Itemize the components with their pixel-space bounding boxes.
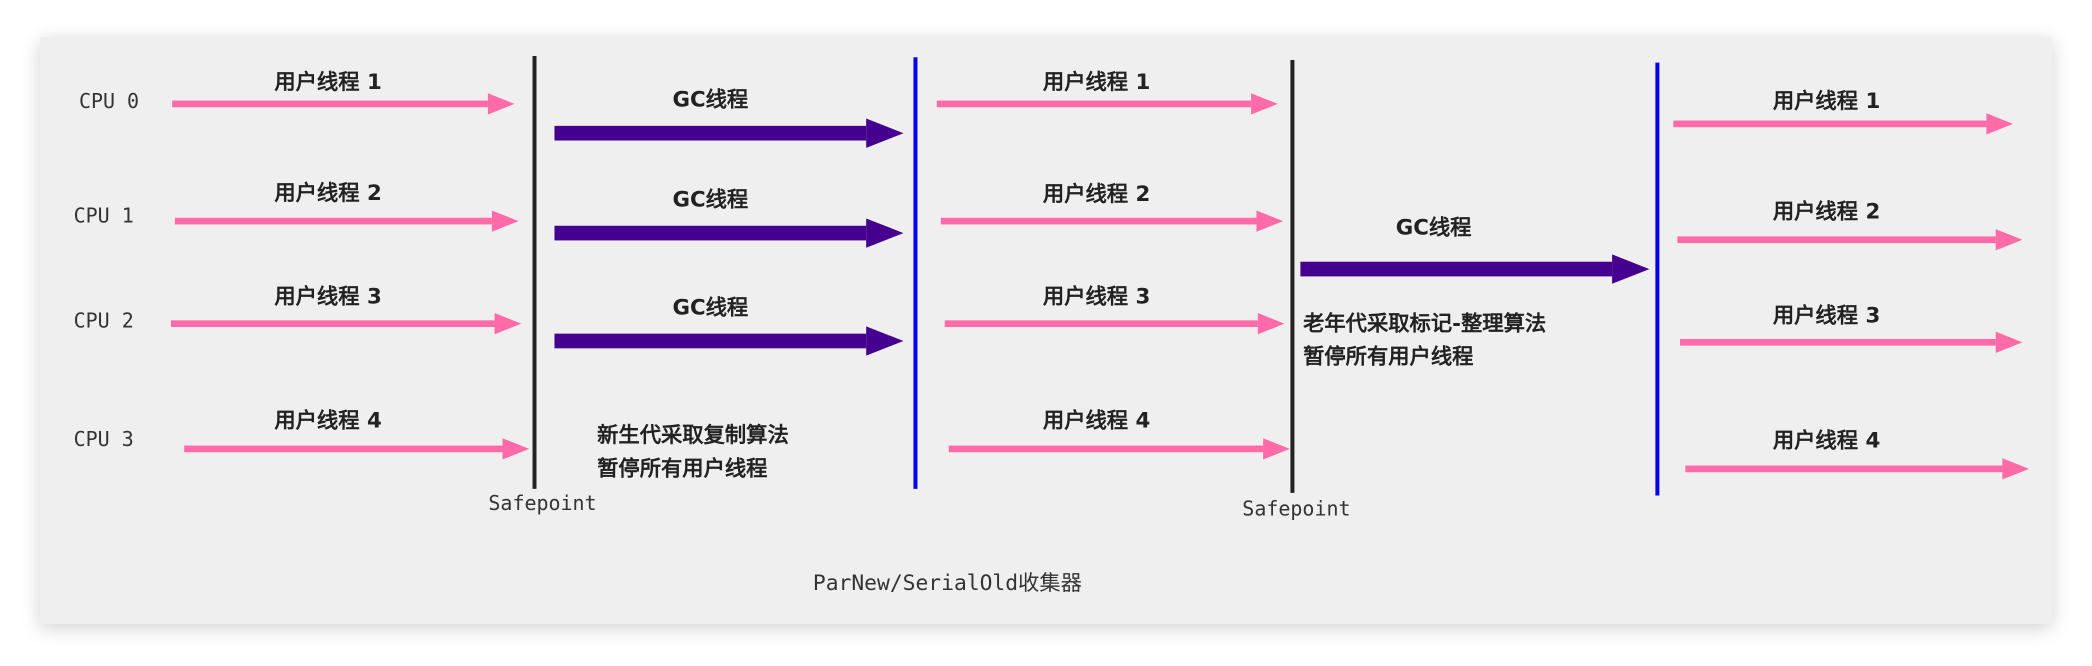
gc-thread-label: GC线程: [672, 186, 748, 212]
user-thread-label: 用户线程 2: [1773, 198, 1880, 224]
cpu-label: CPU 1: [74, 203, 134, 227]
user-thread-arrow-head: [1251, 93, 1278, 115]
user-thread-arrow-head: [1263, 438, 1290, 460]
user-thread-arrow-shaft: [174, 217, 492, 225]
user-thread-label: 用户线程 4: [1773, 428, 1880, 454]
user-thread-arrow: [172, 93, 515, 115]
user-thread-arrow-head: [1995, 331, 2023, 353]
gc-thread-arrow-shaft: [554, 225, 867, 241]
young-gen-note: 新生代采取复制算法: [597, 422, 789, 448]
gc-thread-arrow: [1300, 254, 1650, 284]
user-thread-arrow-shaft: [944, 320, 1258, 328]
user-thread-arrow: [174, 210, 519, 232]
user-thread-arrow: [1685, 458, 2030, 480]
user-thread-arrow-shaft: [1680, 338, 1996, 346]
gc-thread-arrow-shaft: [1300, 261, 1613, 277]
user-thread-arrow: [1680, 331, 2023, 353]
diagram-title: ParNew/SerialOld收集器: [813, 571, 1082, 596]
gc-thread-label: GC线程: [1396, 214, 1472, 240]
user-thread-arrow-head: [2002, 458, 2030, 480]
cpu-label: CPU 3: [74, 427, 134, 451]
cpu-label: CPU 2: [74, 309, 134, 333]
gc-thread-arrow-head: [866, 218, 904, 248]
user-thread-label: 用户线程 1: [1773, 88, 1880, 114]
old-gen-note: 暂停所有用户线程: [1303, 344, 1473, 370]
user-thread-label: 用户线程 4: [274, 408, 381, 434]
user-thread-arrow: [944, 313, 1285, 335]
safepoint-label: Safepoint: [488, 491, 596, 515]
user-thread-arrow-shaft: [1677, 236, 1996, 244]
user-thread-arrow-head: [1986, 113, 2014, 135]
user-thread-arrow: [184, 438, 530, 460]
user-thread-arrow-shaft: [184, 445, 503, 453]
user-thread-arrow: [1673, 113, 2014, 135]
user-thread-arrow-shaft: [936, 100, 1252, 108]
user-thread-arrow-head: [494, 313, 522, 335]
user-thread-arrow-shaft: [170, 320, 495, 328]
user-thread-label: 用户线程 1: [274, 69, 381, 95]
gc-thread-label: GC线程: [672, 87, 748, 113]
cpu-label: CPU 0: [79, 89, 139, 113]
user-thread-arrow-head: [1257, 313, 1285, 335]
user-thread-arrow-shaft: [1685, 465, 2003, 473]
user-thread-label: 用户线程 4: [1043, 408, 1150, 434]
gc-thread-arrow: [554, 326, 904, 356]
old-gen-note: 老年代采取标记-整理算法: [1302, 310, 1546, 336]
gc-thread-arrow: [554, 218, 904, 248]
user-thread-arrow-head: [502, 438, 530, 460]
gc-thread-arrow: [554, 118, 904, 148]
gc-thread-arrow-head: [866, 118, 904, 148]
user-thread-arrow: [936, 93, 1278, 115]
user-thread-arrow: [940, 210, 1284, 232]
diagram-card: [40, 37, 2052, 624]
user-thread-label: 用户线程 1: [1043, 69, 1150, 95]
user-thread-arrow-shaft: [172, 100, 488, 108]
user-thread-arrow: [948, 438, 1290, 460]
user-thread-arrow-shaft: [940, 217, 1257, 225]
gc-thread-arrow-shaft: [554, 333, 867, 349]
gc-thread-arrow-head: [866, 326, 904, 356]
safepoint-label: Safepoint: [1242, 496, 1350, 520]
user-thread-arrow-shaft: [1673, 120, 1987, 128]
user-thread-arrow-shaft: [948, 445, 1264, 453]
user-thread-label: 用户线程 3: [1043, 284, 1150, 310]
gc-thread-arrow-shaft: [554, 125, 867, 141]
user-thread-arrow: [1677, 229, 2023, 251]
user-thread-label: 用户线程 2: [1043, 181, 1150, 207]
user-thread-label: 用户线程 2: [274, 180, 381, 206]
user-thread-arrow: [170, 313, 522, 335]
user-thread-arrow-head: [487, 93, 515, 115]
user-thread-arrow-head: [1995, 229, 2023, 251]
user-thread-label: 用户线程 3: [1773, 302, 1880, 328]
gc-thread-arrow-head: [1612, 254, 1650, 284]
user-thread-arrow-head: [491, 210, 519, 232]
gc-thread-label: GC线程: [672, 294, 748, 320]
young-gen-note: 暂停所有用户线程: [597, 456, 767, 482]
user-thread-arrow-head: [1256, 210, 1284, 232]
user-thread-label: 用户线程 3: [274, 284, 381, 310]
